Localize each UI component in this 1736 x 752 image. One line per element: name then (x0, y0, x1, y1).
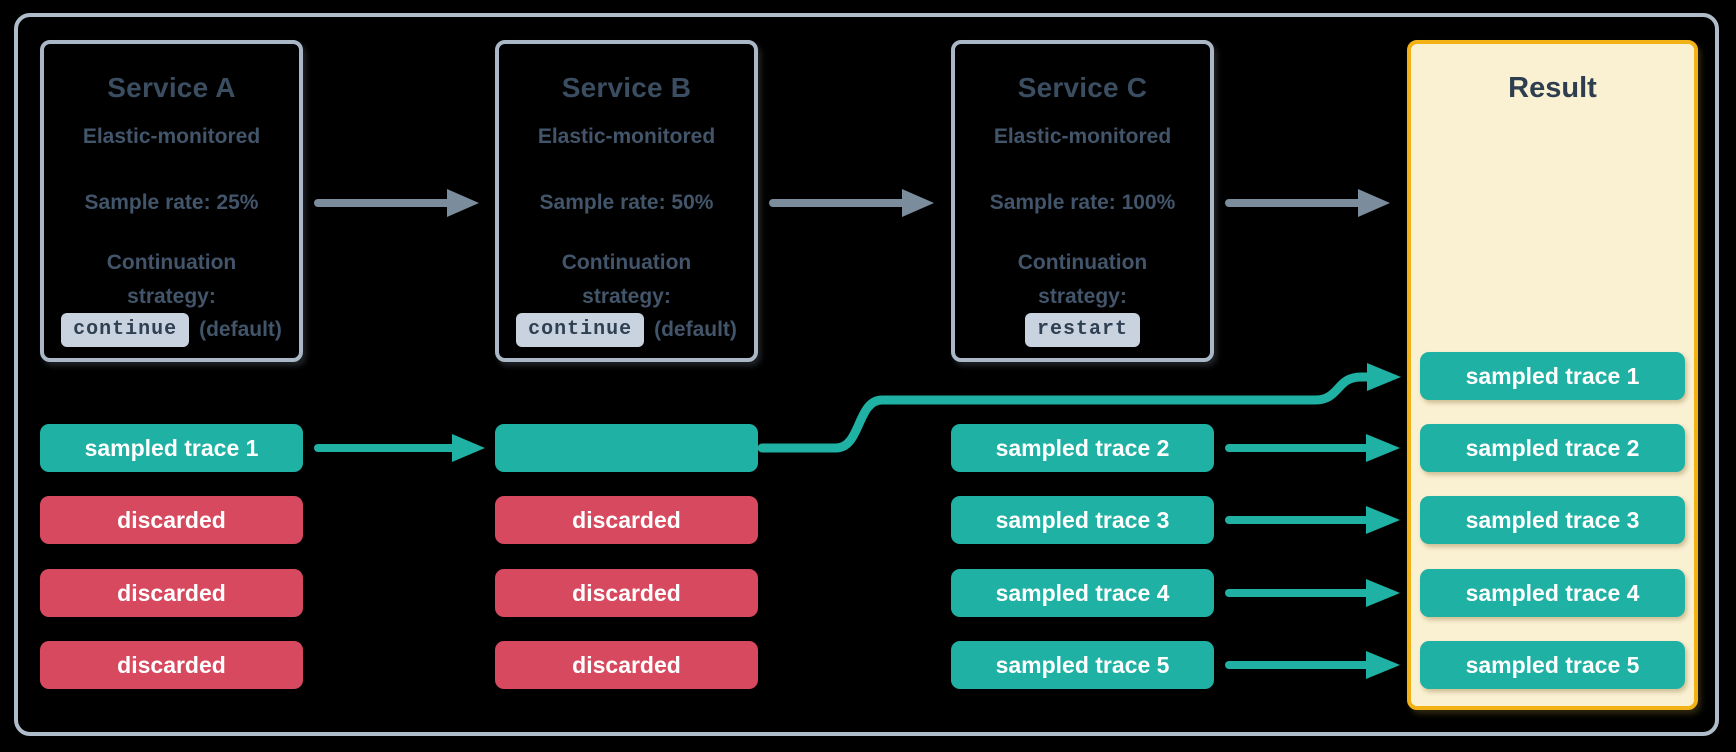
service-b-trace-discarded-2: discarded (495, 569, 758, 617)
service-b-strategy-note: (default) (654, 318, 737, 341)
service-b-strategy-row: continue (default) (499, 313, 754, 347)
service-c-strategy-row: restart (955, 313, 1210, 347)
service-a-trace-discarded-1: discarded (40, 496, 303, 544)
service-a-continuation-line2: strategy: (127, 285, 216, 308)
service-a-strategy-note: (default) (199, 318, 282, 341)
result-badge-sampled-trace-3: sampled trace 3 (1420, 496, 1685, 544)
service-b-sample-rate: Sample rate: 50% (539, 191, 714, 214)
service-a-trace-discarded-3: discarded (40, 641, 303, 689)
service-b-box: Service B Elastic-monitored Sample rate:… (495, 40, 758, 362)
service-c-trace-sampled-4: sampled trace 4 (951, 569, 1214, 617)
service-c-title: Service C (1017, 72, 1148, 103)
service-c-sample-rate: Sample rate: 100% (989, 191, 1176, 214)
service-c-continuation-line2: strategy: (1038, 285, 1127, 308)
diagram-frame (14, 13, 1719, 736)
result-title: Result (1508, 72, 1597, 104)
service-a-trace-sampled-1: sampled trace 1 (40, 424, 303, 472)
service-a-subtitle: Elastic-monitored (82, 125, 261, 148)
service-a-strategy-row: continue (default) (44, 313, 299, 347)
service-a-sample-rate: Sample rate: 25% (84, 191, 259, 214)
service-c-subtitle: Elastic-monitored (993, 125, 1172, 148)
service-a-continuation-line1: Continuation (106, 251, 237, 274)
result-box: Result sampled trace 1 sampled trace 2 s… (1407, 40, 1698, 710)
service-b-trace-sampled-unlabeled (495, 424, 758, 472)
service-b-trace-discarded-1: discarded (495, 496, 758, 544)
service-b-trace-discarded-3: discarded (495, 641, 758, 689)
service-b-subtitle: Elastic-monitored (537, 125, 716, 148)
result-badge-sampled-trace-4: sampled trace 4 (1420, 569, 1685, 617)
service-b-continuation-line1: Continuation (561, 251, 692, 274)
service-a-strategy-badge: continue (61, 313, 190, 347)
result-badge-sampled-trace-1: sampled trace 1 (1420, 352, 1685, 400)
service-c-box: Service C Elastic-monitored Sample rate:… (951, 40, 1214, 362)
result-badge-sampled-trace-5: sampled trace 5 (1420, 641, 1685, 689)
service-c-continuation-line1: Continuation (1017, 251, 1148, 274)
service-c-trace-sampled-5: sampled trace 5 (951, 641, 1214, 689)
result-badge-sampled-trace-2: sampled trace 2 (1420, 424, 1685, 472)
service-a-box: Service A Elastic-monitored Sample rate:… (40, 40, 303, 362)
service-c-trace-sampled-3: sampled trace 3 (951, 496, 1214, 544)
service-b-title: Service B (561, 72, 692, 103)
service-b-strategy-badge: continue (516, 313, 645, 347)
service-a-trace-discarded-2: discarded (40, 569, 303, 617)
service-a-title: Service A (107, 72, 236, 103)
service-c-trace-sampled-2: sampled trace 2 (951, 424, 1214, 472)
service-c-strategy-badge: restart (1024, 313, 1140, 347)
service-b-continuation-line2: strategy: (582, 285, 671, 308)
